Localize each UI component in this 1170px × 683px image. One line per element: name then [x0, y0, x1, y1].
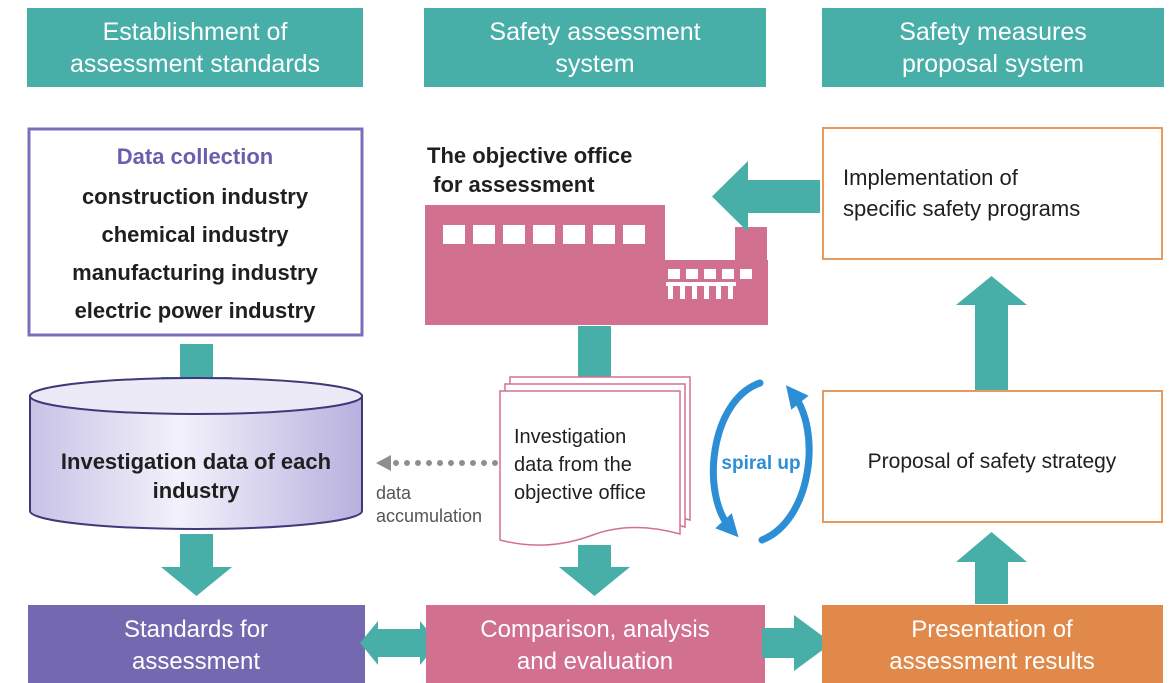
data-accumulation-label-line2: accumulation — [376, 506, 482, 526]
header-establishment: Establishment of assessment standards — [27, 8, 363, 87]
data-collection-item: construction industry — [82, 184, 309, 209]
header-establishment-line2: assessment standards — [70, 50, 320, 78]
comparison-box: Comparison, analysis and evaluation — [426, 605, 765, 683]
database-cylinder: Investigation data of each industry — [29, 377, 363, 530]
implementation-box: Implementation of specific safety progra… — [822, 127, 1163, 260]
proposal-label: Proposal of safety strategy — [868, 450, 1117, 473]
database-label-line1: Investigation data of each — [61, 449, 331, 474]
arrow-up-icon — [956, 532, 1027, 604]
data-collection-item: chemical industry — [101, 222, 289, 247]
comparison-label-line2: and evaluation — [517, 648, 673, 675]
standards-label-line2: assessment — [132, 648, 260, 675]
header-establishment-line1: Establishment of — [103, 18, 288, 46]
data-collection-item: electric power industry — [75, 298, 317, 323]
database-label-line2: industry — [153, 478, 241, 503]
implementation-label-line2: specific safety programs — [843, 196, 1080, 221]
spiral-arrow-right-icon — [758, 385, 813, 544]
header-assessment-line1: Safety assessment — [489, 18, 700, 46]
standards-label-line1: Standards for — [124, 616, 268, 643]
documents-label-line3: objective office — [514, 482, 646, 504]
presentation-label-line2: assessment results — [889, 648, 1094, 675]
double-arrow-icon — [360, 621, 438, 665]
data-accumulation-arrow: data accumulation — [376, 455, 501, 526]
header-measures-line1: Safety measures — [899, 18, 1087, 46]
presentation-label-line1: Presentation of — [911, 616, 1073, 643]
arrow-left-icon — [712, 161, 820, 232]
arrow-right-icon — [762, 615, 832, 671]
arrow-down-icon — [559, 545, 630, 596]
factory-icon — [425, 205, 768, 325]
office-label-line1: The objective office — [427, 143, 632, 168]
documents-label-line1: Investigation — [514, 426, 626, 448]
spiral-up-label: spiral up — [721, 453, 800, 474]
presentation-box: Presentation of assessment results — [822, 605, 1163, 683]
implementation-label-line1: Implementation of — [843, 165, 1019, 190]
data-accumulation-label-line1: data — [376, 483, 412, 503]
data-collection-box: Data collection construction industry ch… — [27, 127, 364, 337]
proposal-box: Proposal of safety strategy — [822, 390, 1163, 523]
arrow-up-icon — [956, 276, 1027, 390]
objective-office: The objective office for assessment — [425, 143, 768, 325]
header-safety-measures: Safety measures proposal system — [822, 8, 1164, 87]
office-label-line2: for assessment — [427, 172, 595, 197]
header-assessment-line2: system — [555, 50, 634, 78]
standards-box: Standards for assessment — [28, 605, 365, 683]
arrow-down-icon — [161, 534, 232, 596]
header-measures-line2: proposal system — [902, 50, 1084, 78]
header-safety-assessment-system: Safety assessment system — [424, 8, 766, 87]
comparison-label-line1: Comparison, analysis — [480, 616, 709, 643]
spiral-arrow-left-icon — [709, 379, 764, 538]
documents-stack: Investigation data from the objective of… — [499, 376, 691, 546]
data-collection-title: Data collection — [117, 144, 273, 169]
documents-label-line2: data from the — [514, 454, 632, 476]
data-collection-item: manufacturing industry — [72, 260, 318, 285]
spiral-up-cycle: spiral up — [709, 379, 813, 544]
